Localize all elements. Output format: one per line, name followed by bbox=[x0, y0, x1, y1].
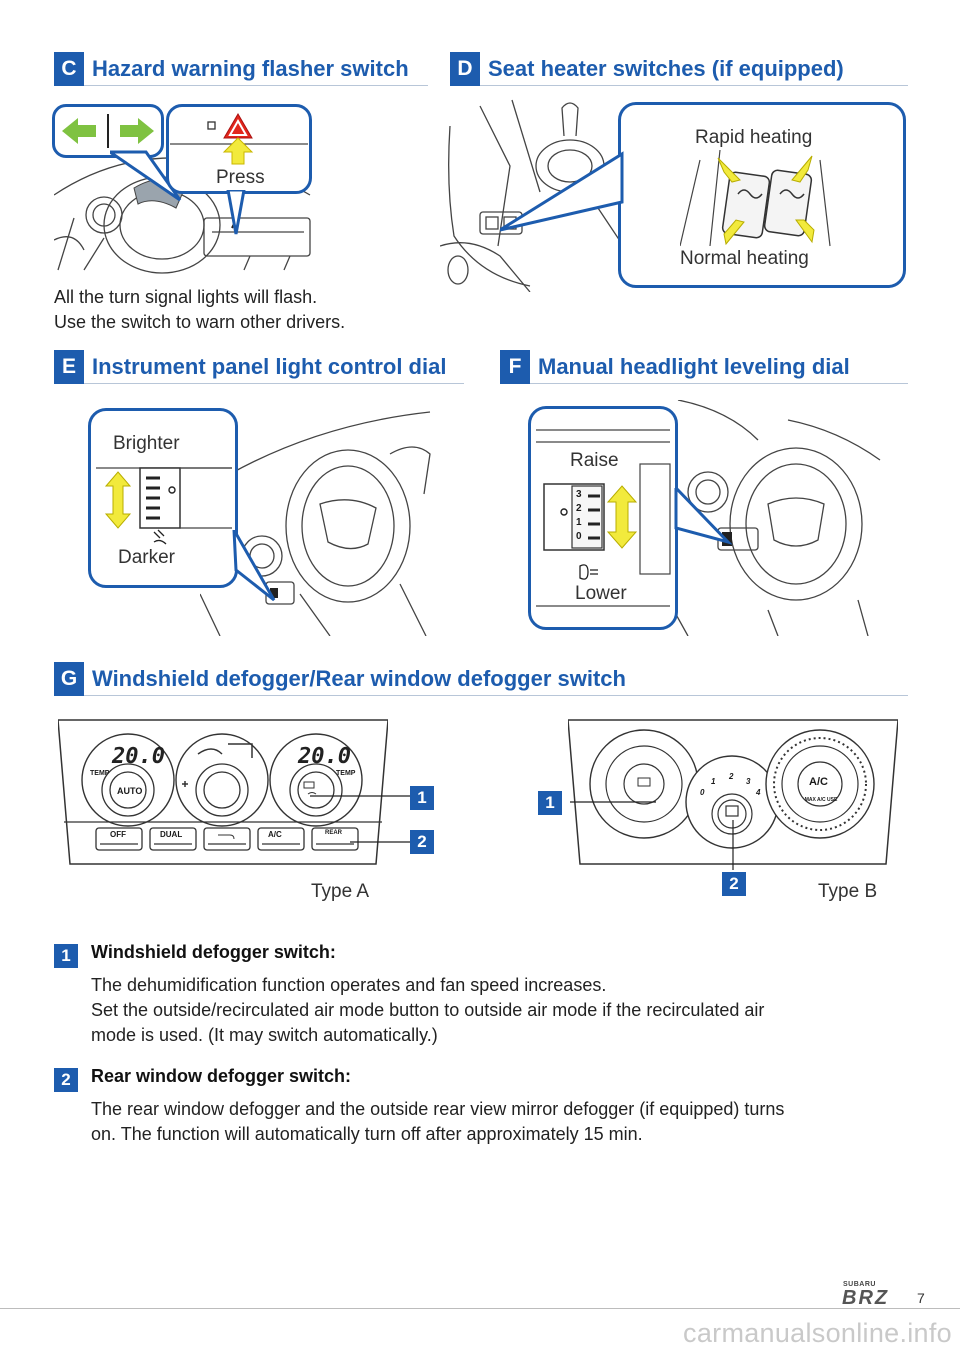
dial-mark-0: 0 bbox=[576, 531, 582, 542]
type-b-callout-2: 2 bbox=[722, 872, 746, 896]
callout-pointer-c2 bbox=[226, 190, 246, 235]
type-a-button-dual[interactable]: DUAL bbox=[160, 830, 183, 839]
section-c-desc-line-2: Use the switch to warn other drivers. bbox=[54, 312, 346, 332]
section-f-title: Manual headlight leveling dial bbox=[530, 350, 908, 384]
item-1-line-1: The dehumidification function operates a… bbox=[91, 975, 607, 995]
section-f-header: F Manual headlight leveling dial bbox=[500, 350, 908, 384]
brighter-label: Brighter bbox=[113, 433, 180, 454]
raise-label: Raise bbox=[570, 450, 619, 471]
section-d-letter: D bbox=[450, 52, 480, 86]
dial-mark-2: 2 bbox=[576, 503, 582, 514]
type-a-callout-2: 2 bbox=[410, 830, 434, 854]
section-d-title: Seat heater switches (if equipped) bbox=[480, 52, 908, 86]
item-2-line-1: The rear window defogger and the outside… bbox=[91, 1099, 785, 1119]
item-2-title: Rear window defogger switch: bbox=[91, 1066, 352, 1086]
type-a-label: Type A bbox=[311, 881, 370, 902]
item-1-line-2: Set the outside/recirculated air mode bu… bbox=[91, 1000, 765, 1020]
type-b-mode-2: 2 bbox=[729, 772, 734, 781]
brand-brz-logo: BRZ bbox=[842, 1287, 890, 1309]
type-a-auto-label: AUTO bbox=[117, 786, 143, 796]
section-c-header: C Hazard warning flasher switch bbox=[54, 52, 428, 86]
turn-signal-arrows-icon bbox=[62, 114, 154, 148]
climate-panel-type-b bbox=[568, 719, 898, 865]
item-1-description: The dehumidification function operates a… bbox=[91, 973, 764, 1048]
item-2-badge: 2 bbox=[54, 1068, 78, 1092]
section-e-letter: E bbox=[54, 350, 84, 384]
brand-subaru-small: SUBARU bbox=[843, 1281, 876, 1288]
section-g-title: Windshield defogger/Rear window defogger… bbox=[84, 662, 908, 696]
type-b-mode-1: 1 bbox=[711, 777, 716, 786]
section-c-description: All the turn signal lights will flash. U… bbox=[54, 285, 345, 335]
climate-panel-type-a bbox=[58, 719, 388, 865]
type-a-temp-label-right: TEMP bbox=[336, 770, 356, 777]
leveling-dial-closeup bbox=[536, 429, 671, 607]
site-watermark: carmanualsonline.info bbox=[683, 1318, 952, 1348]
seat-heater-switches-closeup bbox=[680, 150, 831, 247]
callout-pointer-c1 bbox=[110, 150, 182, 202]
section-c-desc-line-1: All the turn signal lights will flash. bbox=[54, 287, 318, 307]
type-b-mode-4: 4 bbox=[756, 788, 761, 797]
section-e-header: E Instrument panel light control dial bbox=[54, 350, 464, 384]
item-1-title: Windshield defogger switch: bbox=[91, 942, 336, 962]
darker-label: Darker bbox=[118, 547, 176, 568]
footer-divider bbox=[0, 1308, 960, 1309]
instrument-panel-illustration bbox=[200, 411, 431, 636]
normal-heating-label: Normal heating bbox=[680, 248, 809, 269]
dial-mark-1: 1 bbox=[576, 517, 582, 528]
type-a-button-rear[interactable]: REAR bbox=[325, 830, 343, 836]
type-b-max-ac-label: MAX A/C USE bbox=[804, 797, 838, 803]
type-b-label: Type B bbox=[818, 881, 878, 902]
section-d-header: D Seat heater switches (if equipped) bbox=[450, 52, 908, 86]
type-b-mode-3: 3 bbox=[746, 777, 751, 786]
type-b-mode-0: 0 bbox=[700, 788, 705, 797]
brightness-dial-closeup bbox=[96, 467, 232, 545]
section-e-title: Instrument panel light control dial bbox=[84, 350, 464, 384]
lower-label: Lower bbox=[575, 583, 627, 604]
press-label: Press bbox=[216, 167, 265, 188]
type-a-leader-lines bbox=[310, 795, 410, 843]
section-f-letter: F bbox=[500, 350, 530, 384]
type-b-ac-label: A/C bbox=[809, 776, 828, 788]
section-g-header: G Windshield defogger/Rear window defogg… bbox=[54, 662, 908, 696]
item-1-line-3: mode is used. (It may switch automatical… bbox=[91, 1025, 438, 1045]
type-b-callout-1: 1 bbox=[538, 791, 562, 815]
rapid-heating-label: Rapid heating bbox=[695, 127, 813, 148]
type-a-display-left: 20.0 bbox=[112, 744, 165, 769]
type-a-display-right: 20.0 bbox=[298, 744, 351, 769]
callout-pointer-e bbox=[232, 530, 276, 602]
type-a-callout-1: 1 bbox=[410, 786, 434, 810]
dial-mark-3: 3 bbox=[576, 489, 582, 500]
item-2-description: The rear window defogger and the outside… bbox=[91, 1097, 784, 1147]
item-1-badge: 1 bbox=[54, 944, 78, 968]
callout-pointer-d bbox=[500, 151, 624, 232]
page-number: 7 bbox=[917, 1290, 925, 1306]
type-b-leader-lines bbox=[570, 801, 734, 870]
callout-pointer-f bbox=[674, 488, 732, 545]
type-a-button-off[interactable]: OFF bbox=[110, 830, 126, 839]
type-a-button-ac[interactable]: A/C bbox=[268, 830, 282, 839]
type-a-temp-label-left: TEMP bbox=[90, 770, 110, 777]
item-2-line-2: on. The function will automatically turn… bbox=[91, 1124, 643, 1144]
section-c-letter: C bbox=[54, 52, 84, 86]
hazard-switch-closeup bbox=[170, 113, 308, 165]
section-c-title: Hazard warning flasher switch bbox=[84, 52, 428, 86]
section-g-letter: G bbox=[54, 662, 84, 696]
